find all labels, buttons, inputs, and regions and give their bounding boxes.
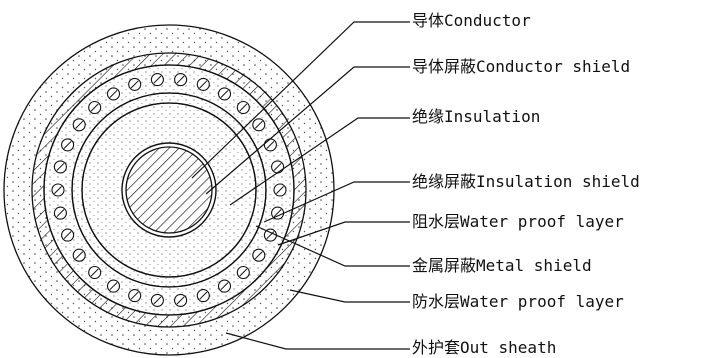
shield-wire-hatch <box>90 103 99 112</box>
metal-shield-wires <box>51 73 287 307</box>
label-out-sheath: 外护套Out sheath <box>412 338 557 357</box>
shield-wire-hatch <box>130 291 139 300</box>
label-waterproof-layer: 防水层Water proof layer <box>412 292 624 311</box>
label-conductor: 导体Conductor <box>412 11 531 30</box>
shield-wire-hatch <box>130 80 139 89</box>
shield-wire-hatch <box>254 120 263 129</box>
shield-wire-hatch <box>109 89 118 98</box>
shield-wire-hatch <box>239 268 248 277</box>
leader-line-water-blocking <box>277 221 410 246</box>
leader-line-conductor <box>191 21 410 179</box>
shield-wire-hatch <box>239 103 248 112</box>
leader-line-conductor-shield <box>205 66 410 195</box>
shield-wire-hatch <box>63 231 72 240</box>
shield-wire-hatch <box>273 209 282 218</box>
label-water-blocking-layer: 阻水层Water proof layer <box>412 212 624 231</box>
shield-wire-hatch <box>254 251 263 260</box>
conductor-core <box>125 146 213 234</box>
shield-wire-hatch <box>75 251 84 260</box>
leader-line-insulation-shield <box>263 181 410 223</box>
shield-wire-hatch <box>199 80 208 89</box>
shield-wire-hatch <box>176 75 185 84</box>
shield-wire-hatch <box>220 89 229 98</box>
shield-wire-hatch <box>273 162 282 171</box>
shield-wire-hatch <box>199 291 208 300</box>
shield-wire-hatch <box>176 296 185 305</box>
shield-wire-hatch <box>56 209 65 218</box>
shield-wire-hatch <box>266 231 275 240</box>
shield-wire-hatch <box>56 162 65 171</box>
leader-line-waterproof <box>289 289 410 303</box>
leader-line-insulation <box>229 117 410 206</box>
label-insulation-shield: 绝缘屏蔽Insulation shield <box>412 172 640 191</box>
label-insulation: 绝缘Insulation <box>412 107 541 126</box>
shield-wire-hatch <box>63 140 72 149</box>
leader-lines <box>191 21 410 350</box>
label-metal-shield: 金属屏蔽Metal shield <box>412 256 592 275</box>
shield-wire-hatch <box>90 268 99 277</box>
shield-wire-hatch <box>266 140 275 149</box>
leader-line-metal-shield <box>255 225 410 267</box>
label-conductor-shield: 导体屏蔽Conductor shield <box>412 57 631 76</box>
shield-wire-hatch <box>220 282 229 291</box>
shield-wire-hatch <box>54 186 62 194</box>
shield-wire-hatch <box>153 75 162 84</box>
shield-wire-hatch <box>153 296 162 305</box>
shield-wire-hatch <box>109 282 118 291</box>
shield-wire-hatch <box>75 120 84 129</box>
leader-line-out-sheath <box>225 332 410 350</box>
shield-wire-hatch <box>276 186 284 194</box>
